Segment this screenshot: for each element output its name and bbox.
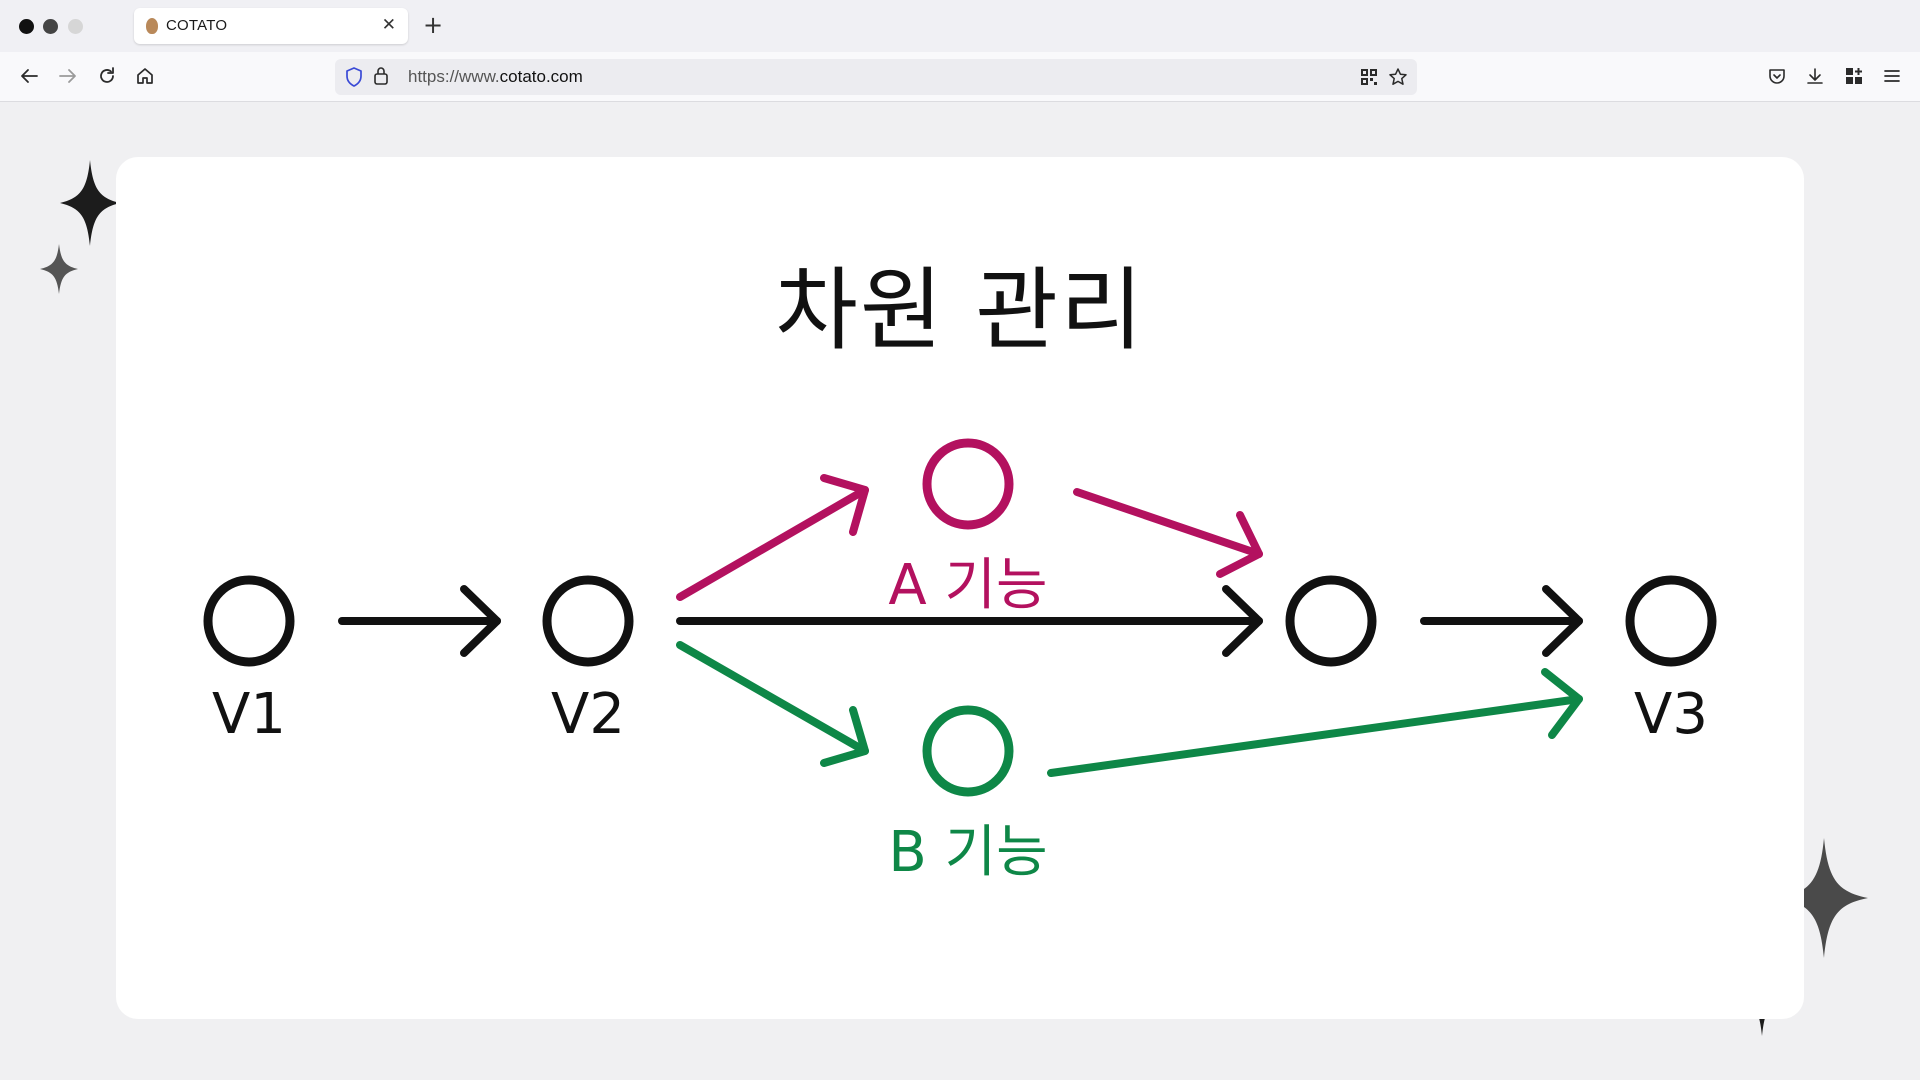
- navigation-bar: https://www.cotato.com: [0, 52, 1920, 102]
- tab-close-icon[interactable]: ✕: [381, 15, 396, 35]
- pocket-icon: [1769, 69, 1785, 84]
- qr-code-icon[interactable]: [1360, 68, 1378, 90]
- label-v1: V1: [212, 682, 286, 747]
- window-maximize-button[interactable]: [68, 19, 83, 34]
- label-b-feature: B 기능: [888, 820, 1048, 885]
- slide-card: 차원 관리: [116, 157, 1804, 1019]
- tab-cotato[interactable]: COTATO ✕: [134, 8, 408, 44]
- node-v3: [1625, 575, 1717, 667]
- node-a: [922, 438, 1014, 530]
- arrow-right-icon: [59, 69, 76, 83]
- sparkle-large-bottom-right-icon: [1780, 838, 1868, 958]
- slide-title: 차원 관리: [775, 258, 1145, 363]
- hamburger-menu-icon: [1884, 70, 1900, 82]
- arrow-a-to-merge: [1073, 488, 1263, 578]
- node-merge: [1285, 575, 1377, 667]
- arrow-left-icon: [21, 69, 38, 83]
- forward-button[interactable]: [56, 64, 80, 88]
- reload-icon: [100, 67, 114, 83]
- extensions-grid-icon: [1846, 68, 1862, 84]
- back-button[interactable]: [17, 64, 41, 88]
- node-b: [922, 705, 1014, 797]
- reload-button[interactable]: [95, 64, 119, 88]
- label-v3: V3: [1634, 682, 1708, 747]
- home-icon: [137, 68, 153, 84]
- arrow-b-to-v3: [1047, 668, 1583, 777]
- sparkle-large-top-left-icon: [60, 160, 120, 246]
- url-scheme: https://www.: [408, 67, 500, 86]
- url-text[interactable]: https://www.cotato.com: [408, 67, 583, 87]
- arrow-v2-to-b: [676, 641, 869, 767]
- arrow-merge-to-v3: [1420, 585, 1583, 657]
- window-close-button[interactable]: [19, 19, 34, 34]
- url-bar[interactable]: https://www.cotato.com: [335, 59, 1417, 95]
- sparkle-small-top-left-icon: [40, 244, 78, 294]
- arrow-v2-to-a: [676, 474, 869, 601]
- node-v1: [203, 575, 295, 667]
- node-v2: [542, 575, 634, 667]
- new-tab-button[interactable]: +: [423, 11, 444, 39]
- arrow-v1-to-v2: [338, 585, 501, 657]
- download-icon: [1807, 68, 1823, 84]
- shield-icon[interactable]: [345, 67, 363, 91]
- window-minimize-button[interactable]: [43, 19, 58, 34]
- url-host: cotato.com: [499, 67, 583, 86]
- bookmark-star-icon[interactable]: [1388, 67, 1408, 91]
- label-a-feature: A 기능: [888, 553, 1048, 618]
- lock-icon[interactable]: [373, 66, 389, 90]
- version-diagram: [203, 438, 1717, 797]
- menu-button[interactable]: [1880, 64, 1904, 88]
- downloads-button[interactable]: [1803, 64, 1827, 88]
- label-v2: V2: [551, 682, 625, 747]
- pocket-button[interactable]: [1765, 64, 1789, 88]
- arrow-v2-to-merge: [676, 585, 1263, 657]
- tab-title: COTATO: [166, 17, 228, 34]
- home-button[interactable]: [133, 64, 157, 88]
- tab-strip: COTATO ✕ +: [0, 0, 1920, 52]
- extensions-button[interactable]: [1842, 64, 1866, 88]
- potato-favicon-icon: [146, 18, 158, 34]
